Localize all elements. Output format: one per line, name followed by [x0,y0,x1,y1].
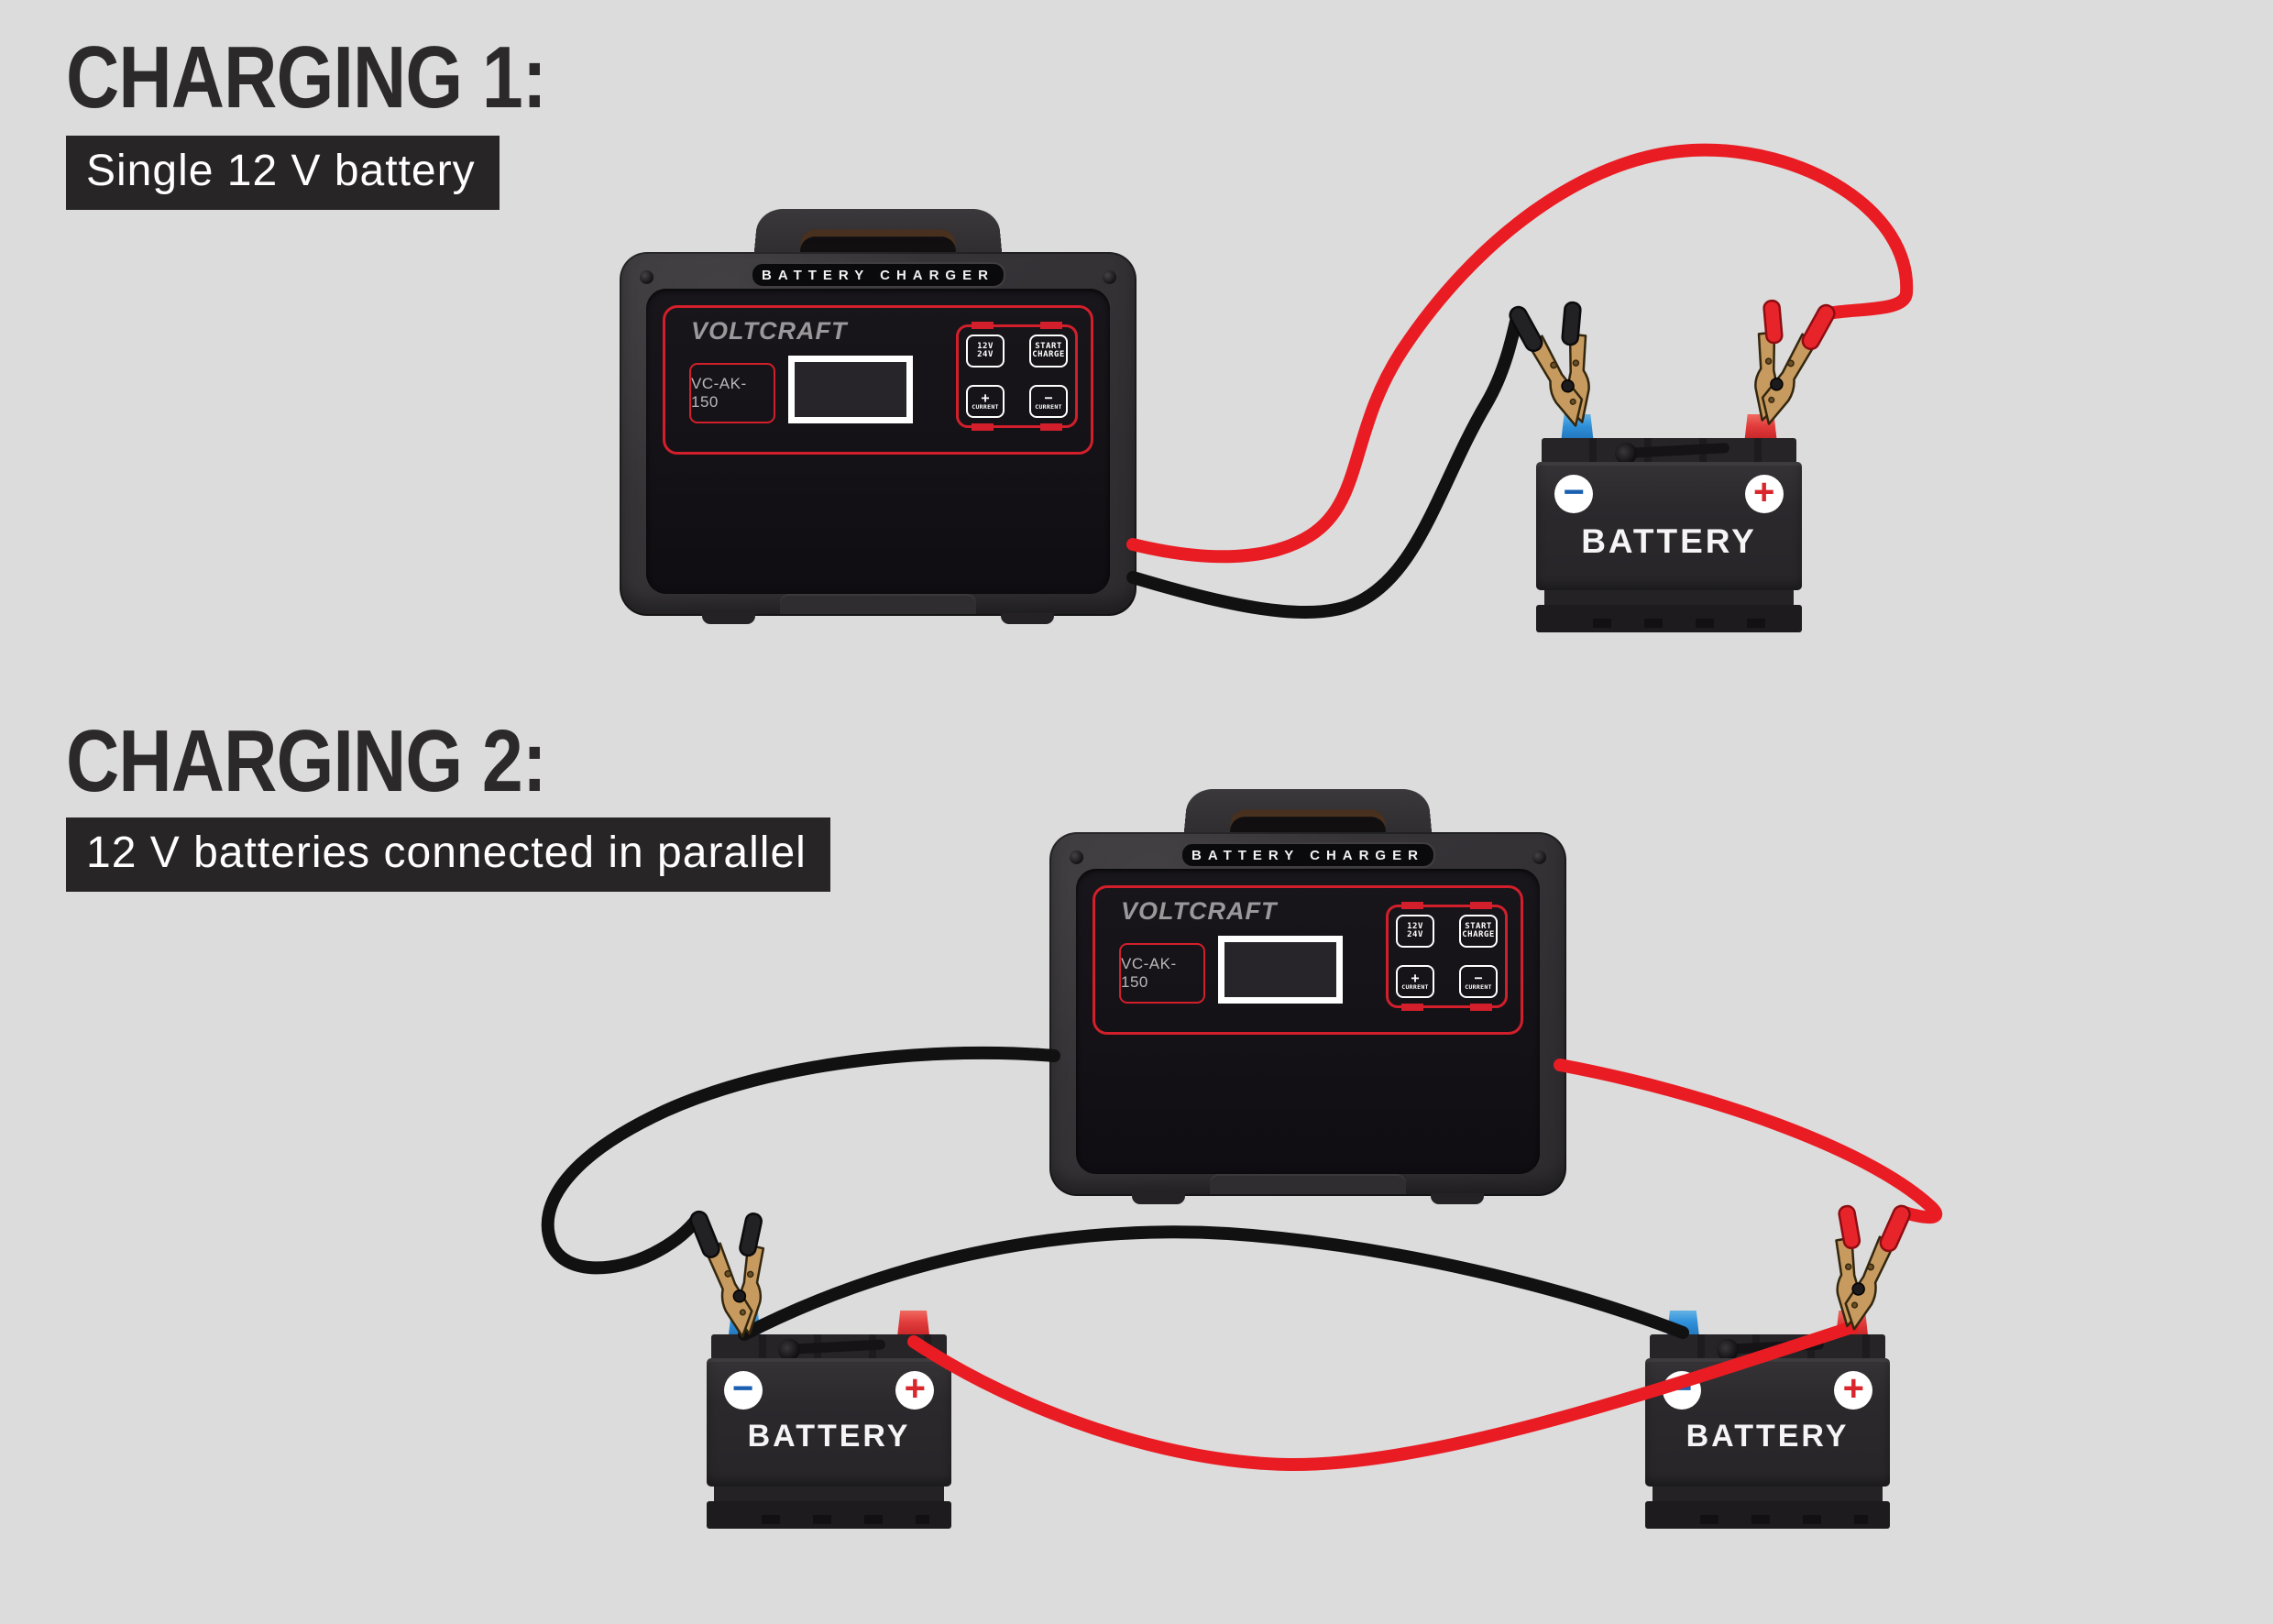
battery-base [1645,1501,1890,1529]
cable-charger2-negative [541,1046,1060,1275]
minus-badge: − [723,1370,763,1410]
plus-badge: + [1744,474,1784,513]
display-screen [788,356,913,423]
battery-label: BATTERY [747,1419,911,1454]
section2-subtitle: 12 V batteries connected in parallel [66,817,830,892]
brand-logo: VOLTCRAFT [691,317,848,345]
battery-charger-1: BATTERY CHARGER VOLTCRAFT VC-AK-150 12V … [620,209,1136,624]
battery-charger-2: BATTERY CHARGER VOLTCRAFT VC-AK-150 12V … [1049,789,1566,1204]
screw-icon [1070,850,1083,864]
model-badge: VC-AK-150 [689,363,775,423]
cable-parallel-negative [738,1225,1689,1341]
charger-front-panel: VOLTCRAFT VC-AK-150 12V 24V START CHARGE [1076,869,1540,1174]
current-minus-button: − CURRENT [1029,385,1068,418]
cable-charger1-negative [1126,307,1524,620]
battery-base [1536,605,1802,632]
plus-badge: + [895,1370,935,1410]
alligator-clip-negative [1505,288,1613,437]
battery-carry-handle [1628,443,1731,458]
battery-case: − + BATTERY [1645,1358,1890,1487]
display-screen [1218,936,1343,1004]
minus-badge: − [1662,1370,1701,1410]
battery-case: − + BATTERY [707,1358,951,1487]
screw-icon [640,270,653,284]
battery-lid [1650,1334,1885,1360]
battery-case: − + BATTERY [1536,462,1802,590]
screw-icon [1532,850,1546,864]
battery-carry-handle [1729,1339,1825,1355]
current-minus-button: − CURRENT [1459,965,1498,998]
control-area: VOLTCRAFT VC-AK-150 12V 24V START CHARGE [663,305,1093,455]
charger-body: BATTERY CHARGER VOLTCRAFT VC-AK-150 12V … [620,252,1136,624]
control-area: VOLTCRAFT VC-AK-150 12V 24V START CHARGE [1093,885,1523,1035]
section1-subtitle: Single 12 V battery [66,136,500,210]
section1-title: CHARGING 1: [66,28,547,126]
brand-logo: VOLTCRAFT [1121,897,1278,925]
screw-icon [1103,270,1116,284]
cable-charger2-positive [1554,1059,1943,1224]
battery-label: BATTERY [1686,1419,1850,1454]
charger-top-label: BATTERY CHARGER [751,262,1005,288]
current-plus-button: + CURRENT [1396,965,1434,998]
voltage-select-button: 12V 24V [966,335,1005,368]
charger-top-label: BATTERY CHARGER [1180,842,1435,868]
start-charge-button: START CHARGE [1459,915,1498,948]
alligator-clip-positive [1731,286,1839,435]
charger-body: BATTERY CHARGER VOLTCRAFT VC-AK-150 12V … [1049,832,1566,1204]
model-badge: VC-AK-150 [1119,943,1205,1004]
current-plus-button: + CURRENT [966,385,1005,418]
button-cluster: 12V 24V START CHARGE + CURRENT − [956,322,1078,431]
battery-lid [711,1334,947,1360]
button-cluster: 12V 24V START CHARGE + CURRENT − [1386,902,1508,1011]
section2-title: CHARGING 2: [66,712,547,810]
battery-carry-handle [791,1339,886,1355]
battery-lid [1541,438,1797,464]
battery-base [707,1501,951,1529]
minus-badge: − [1554,474,1594,513]
charger-front-panel: VOLTCRAFT VC-AK-150 12V 24V START CHARGE [646,289,1110,594]
start-charge-button: START CHARGE [1029,335,1068,368]
plus-badge: + [1834,1370,1873,1410]
voltage-select-button: 12V 24V [1396,915,1434,948]
battery-label: BATTERY [1581,522,1757,560]
